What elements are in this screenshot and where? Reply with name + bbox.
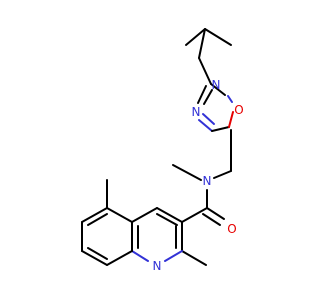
atom-o-carbonyl: O (227, 222, 236, 236)
bond (87, 213, 108, 226)
bond (198, 119, 213, 132)
bond (156, 207, 183, 223)
bond (213, 170, 232, 179)
bond (172, 164, 202, 181)
isobutyl-group (185, 28, 232, 85)
bond (181, 250, 207, 266)
oxadiazole-ring (197, 83, 234, 132)
bond (228, 111, 234, 128)
atom-n-amide: N (203, 174, 212, 188)
quinoline-ring (81, 179, 207, 266)
bond (185, 28, 206, 46)
bond (81, 250, 108, 266)
bond (198, 57, 212, 85)
bond (131, 207, 158, 223)
bond (203, 89, 213, 105)
bond (202, 213, 221, 226)
atom-n-ring2: N (192, 105, 201, 119)
atom-o-ring: O (234, 103, 243, 117)
bond (211, 126, 230, 132)
structure-drawing: N N O N O N (81, 28, 244, 273)
bond (106, 250, 133, 266)
bond (204, 28, 232, 46)
atom-n-quinoline: N (153, 259, 162, 273)
amide-linker (172, 129, 232, 226)
atom-n-ring: N (212, 78, 221, 92)
bond (181, 207, 208, 223)
bond (87, 247, 108, 260)
bond (202, 113, 215, 125)
bond (106, 207, 133, 223)
bond (197, 85, 207, 104)
bond (156, 213, 178, 226)
bond (198, 28, 206, 59)
bond (164, 250, 183, 262)
bond (81, 207, 108, 223)
bond (227, 95, 233, 103)
bond (210, 83, 226, 96)
bond (131, 250, 149, 262)
molecule-canvas: N N O N O N (81, 28, 244, 273)
bond (206, 207, 225, 220)
